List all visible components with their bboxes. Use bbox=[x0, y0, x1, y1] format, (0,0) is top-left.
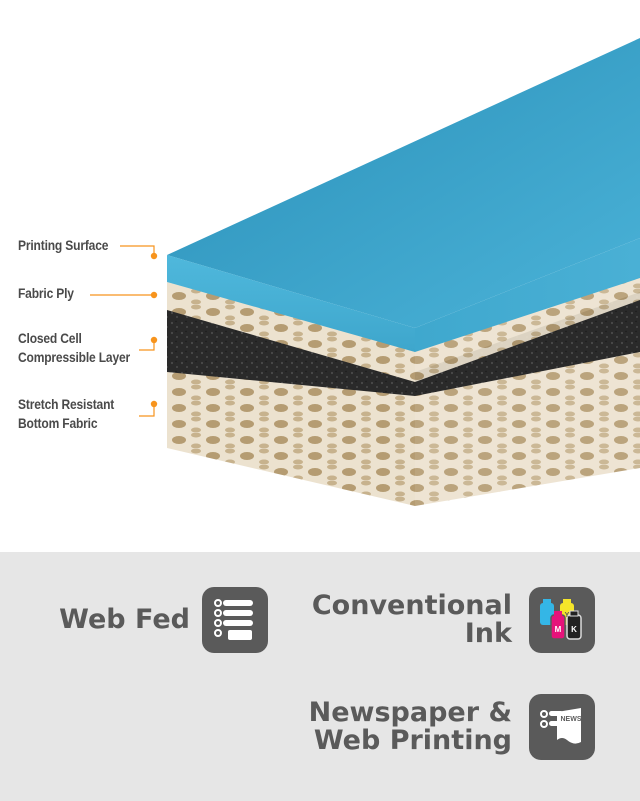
feature-newspaper-web-printing: Newspaper & Web Printing bbox=[308, 697, 512, 756]
leader-dot-closed-cell bbox=[150, 336, 158, 344]
label-bottom-fabric: Stretch Resistant Bottom Fabric bbox=[18, 396, 115, 431]
fabric-ply-side bbox=[415, 276, 640, 382]
ink-letter-k: K bbox=[571, 625, 577, 634]
web-fed-rollers-icon bbox=[202, 587, 268, 653]
printing-surface-side bbox=[415, 238, 640, 352]
label-printing-surface: Printing Surface bbox=[18, 237, 109, 253]
label-fabric-ply: Fabric Ply bbox=[18, 285, 74, 301]
blanket-cross-section bbox=[90, 38, 640, 506]
feature-web-fed: Web Fed bbox=[59, 604, 190, 635]
ink-bottles-cmyk-icon: M Y K bbox=[529, 587, 595, 653]
leader-dot-bottom-fabric bbox=[150, 400, 158, 408]
leader-lines bbox=[90, 245, 155, 417]
feature-conventional-ink: Conventional Ink bbox=[311, 590, 512, 649]
newspaper-press-icon: NEWS bbox=[529, 694, 595, 760]
leader-dot-fabric-ply bbox=[150, 291, 158, 299]
fabric-ply-front bbox=[167, 282, 415, 382]
blanket-layer-diagram: Printing Surface Fabric Ply Closed Cell … bbox=[18, 38, 640, 506]
printing-surface-front bbox=[167, 255, 415, 352]
bottom-fabric-front bbox=[167, 360, 415, 506]
bottom-fabric-side bbox=[415, 352, 640, 506]
printing-surface-top bbox=[167, 38, 640, 328]
leader-dot-printing-surface bbox=[150, 252, 158, 260]
label-closed-cell: Closed Cell Compressible Layer bbox=[18, 330, 131, 365]
leader-line-closed-cell bbox=[139, 340, 155, 351]
ink-letter-y: Y bbox=[565, 612, 570, 619]
leader-line-bottom-fabric bbox=[139, 404, 155, 417]
leader-line-printing-surface bbox=[120, 245, 155, 256]
ink-letter-m: M bbox=[555, 625, 562, 634]
news-text: NEWS bbox=[561, 716, 582, 723]
features-panel: Web Fed Conventional Ink bbox=[0, 552, 640, 801]
